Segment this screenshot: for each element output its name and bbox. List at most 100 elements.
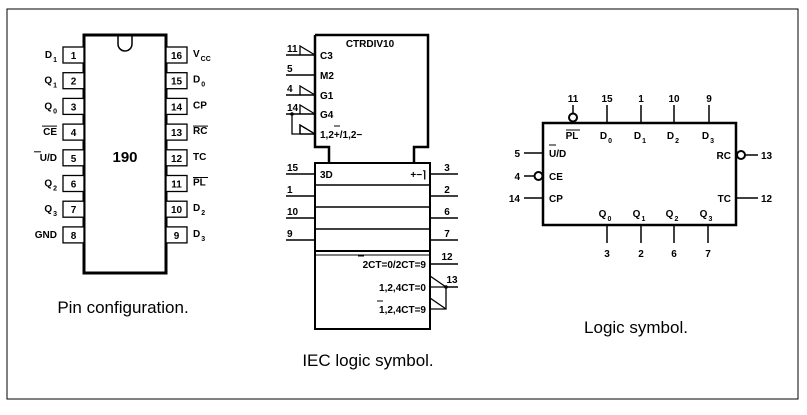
pin-label: CE	[549, 172, 563, 183]
logic-bottom-pin-2: Q12	[633, 209, 646, 260]
data-label: 3D	[320, 170, 333, 181]
label-subscript: 3	[708, 216, 712, 223]
junction-dot	[290, 112, 294, 116]
pin-box	[165, 46, 188, 64]
label-main: Q	[44, 101, 52, 112]
dip-pin-1: 1D1	[45, 46, 85, 64]
pin-box	[165, 174, 188, 193]
inversion-bubble-icon	[568, 112, 578, 123]
pin-name: Q1	[44, 76, 57, 90]
junction-dot	[444, 285, 448, 289]
dip-pin-4: 4CE	[42, 123, 85, 141]
label-main: Q	[700, 209, 708, 220]
control-label: M2	[320, 71, 334, 82]
caption-iec-logic-symbol: IEC logic symbol.	[302, 351, 433, 370]
pin-number: 16	[171, 51, 183, 62]
status-label: 1,2,4CT=9	[379, 305, 426, 316]
label-main: Q	[44, 204, 52, 215]
pin-label: RC	[717, 151, 731, 162]
pin-number: 2	[71, 77, 77, 88]
pin-name: U/D	[40, 153, 57, 164]
pin-number: 7	[705, 249, 711, 260]
label-main: Q	[633, 209, 641, 220]
figure-frame	[6, 8, 799, 400]
control-label: G1	[320, 91, 334, 102]
pin-label: D2	[667, 131, 679, 145]
label-subscript: 1	[53, 57, 57, 64]
inversion-bubble-icon	[533, 171, 544, 181]
pin-label: D0	[600, 131, 612, 145]
dip-pin-2: 2 Q1	[44, 72, 85, 90]
iec-data-block	[314, 162, 431, 330]
caption-pin-configuration: Pin configuration.	[57, 298, 188, 317]
feedback-line	[291, 114, 316, 135]
dynamic-input-icon	[299, 103, 316, 115]
pin-label: Q2	[666, 209, 679, 223]
pin-number: 1	[638, 94, 644, 105]
pin-number: 4	[71, 128, 77, 139]
iec-status-output: 1,2,4CT=0	[379, 283, 426, 294]
pin-label: D3	[702, 131, 714, 145]
pin-name: TC	[193, 152, 206, 163]
pin-number: 14	[171, 102, 183, 113]
pin-box	[165, 123, 188, 141]
pin-box	[62, 226, 85, 244]
pin-box	[62, 97, 85, 116]
pin-number: 4	[287, 84, 293, 95]
pin-number: 6	[71, 180, 77, 191]
pin-number: 3	[71, 102, 77, 113]
pin-box	[62, 72, 85, 90]
iec-control-input: 4G1	[286, 84, 334, 102]
pin-box	[165, 149, 188, 167]
pin-number: 13	[446, 275, 458, 286]
pin-label: U/D	[549, 149, 566, 160]
label-subscript: 1	[641, 216, 645, 223]
pin-box	[62, 200, 85, 218]
pin-name: VCC	[193, 49, 211, 63]
pin-number: 10	[171, 205, 183, 216]
pin-number: 5	[71, 154, 77, 165]
label-main: Q	[599, 209, 607, 220]
dynamic-input-icon	[299, 44, 316, 56]
pin-number: 15	[287, 163, 299, 174]
pin-number: 9	[706, 94, 712, 105]
iec-control-input: 1,2+/1,2−	[299, 123, 362, 141]
pin-label: Q3	[700, 209, 713, 223]
pin-box	[62, 149, 85, 167]
pin-number: 6	[671, 249, 677, 260]
dip-pin-5: 5 U/D	[34, 149, 85, 167]
label-subscript: 2	[53, 186, 57, 193]
dip-package-body	[82, 33, 168, 275]
label-main: Q	[666, 209, 674, 220]
pin-number: 7	[71, 205, 77, 216]
pin-label: Q0	[599, 209, 612, 223]
pin-number: 4	[514, 172, 520, 183]
dip-pin-16: 16 VCC	[165, 46, 211, 64]
label-subscript: 0	[53, 108, 57, 115]
label-subscript: 2	[201, 210, 205, 217]
label-main: RC	[193, 126, 207, 137]
logic-left-pin-4: 4 CE	[514, 171, 563, 183]
logic-bottom-pin-3: Q03	[599, 209, 612, 260]
label-subscript: 0	[201, 82, 205, 89]
pin-name: Q3	[44, 204, 57, 218]
pin-number: 15	[601, 94, 613, 105]
label-subscript: 3	[53, 211, 57, 218]
pin-number: 2	[444, 185, 450, 196]
pin-name: PL	[193, 178, 206, 189]
label-main: PL	[193, 178, 206, 189]
label-main: D	[634, 131, 641, 142]
pin-number: 12	[441, 252, 453, 263]
status-label: 1,2,4CT=0	[379, 283, 426, 294]
